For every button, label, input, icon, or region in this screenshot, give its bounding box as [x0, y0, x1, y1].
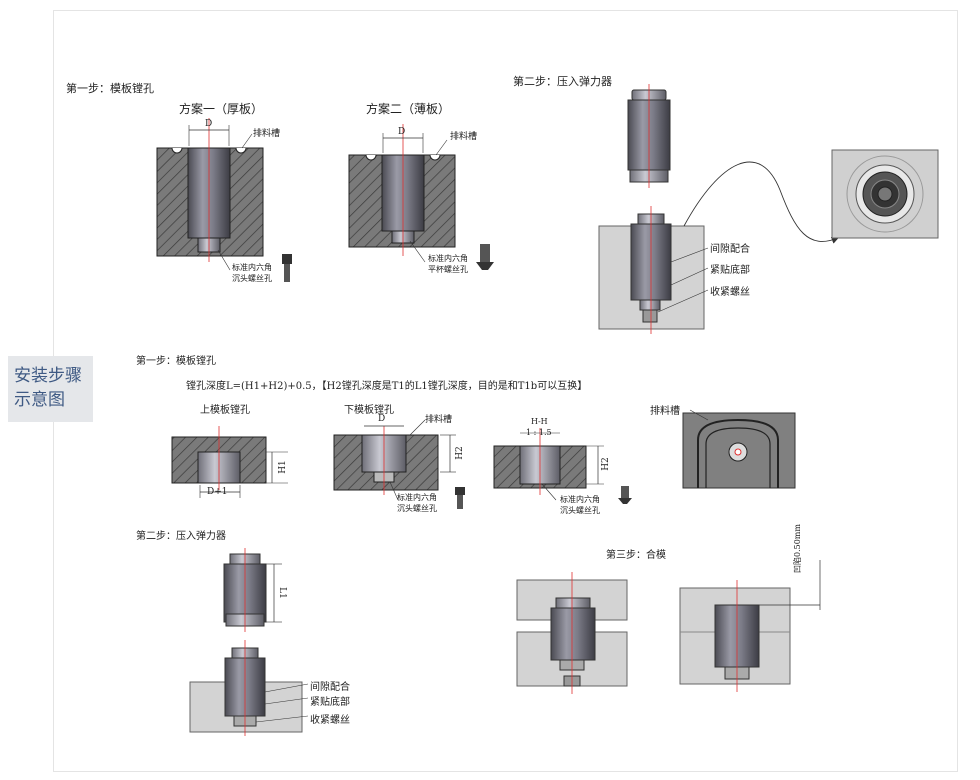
- plan2-dim-d: D: [398, 127, 406, 137]
- plan2-screw-line1: 标准内六角: [428, 254, 468, 263]
- bottom-callout-clearance: 间隙配合: [310, 682, 350, 693]
- dim-l1: L1: [276, 587, 287, 599]
- plan2-screw-line2: 平杯螺丝孔: [428, 265, 468, 274]
- top-assembly: [598, 161, 839, 334]
- plan1-block: [156, 118, 292, 282]
- plan2-slot-label: 排料槽: [450, 132, 478, 142]
- lower-plate-drawing: [333, 419, 465, 509]
- side-label-panel: 安装步骤 示意图: [8, 356, 93, 422]
- section-scale: 1 : 1.5: [526, 428, 552, 437]
- plan1-dim-d: D: [205, 119, 213, 129]
- section-hh-drawing: [493, 428, 632, 504]
- lower-screw-line2: 沉头螺丝孔: [397, 504, 437, 513]
- top-callout-clearance: 间隙配合: [710, 244, 750, 255]
- dim-h1: H1: [277, 460, 288, 474]
- section-dim-h2: H2: [600, 457, 611, 471]
- lower-screw-line1: 标准内六角: [397, 493, 437, 502]
- lower-dim-d: D: [378, 414, 386, 424]
- mold-open-drawing: [516, 572, 628, 694]
- section-title: H-H: [531, 417, 548, 426]
- lower-dim-h2: H2: [454, 446, 465, 460]
- side-label: 安装步骤 示意图: [14, 366, 82, 410]
- dim-d-plus-1: D+1: [207, 487, 228, 497]
- top-step2-title: 第二步：压入弹力器: [513, 75, 612, 88]
- top-step1-title: 第一步：模板镗孔: [66, 82, 154, 95]
- bottom-callout-screw: 收紧螺丝: [310, 715, 350, 726]
- bottom-cylinder: [223, 548, 282, 632]
- gap-label: 凹陷0.50mm: [793, 524, 802, 573]
- plan1-slot-label: 排料槽: [253, 129, 281, 139]
- top-callout-screw: 收紧螺丝: [710, 287, 750, 298]
- upper-plate-title: 上模板镗孔: [200, 405, 250, 416]
- upper-plate-drawing: [171, 426, 288, 498]
- section-screw-line1: 标准内六角: [560, 495, 600, 504]
- bottom-callout-bottom: 紧贴底部: [310, 697, 350, 708]
- bottom-step2-title: 第二步：压入弹力器: [136, 531, 226, 542]
- middle-step1-title: 第一步：模板镗孔: [136, 356, 216, 367]
- lower-plate-title: 下模板镗孔: [344, 405, 394, 416]
- section-screw-line2: 沉头螺丝孔: [560, 506, 600, 515]
- plan2-block: [348, 124, 494, 270]
- slot-view-label: 排料槽: [650, 406, 680, 417]
- mold-closed-drawing: [679, 560, 821, 692]
- step3-title: 第三步：合模: [606, 550, 666, 561]
- plan1-title: 方案一（厚板）: [179, 102, 264, 116]
- top-cylinder: [627, 84, 671, 188]
- bottom-assembly: [189, 640, 309, 736]
- lower-slot-label: 排料槽: [425, 415, 453, 425]
- plan1-screw-line1: 标准内六角: [232, 263, 272, 272]
- top-callout-bottom: 紧贴底部: [710, 265, 750, 276]
- plan2-title: 方案二（薄板）: [366, 102, 451, 116]
- top-view-insert: [831, 149, 939, 239]
- middle-formula: 镗孔深度L=(H1+H2)+0.5，【H2镗孔深度是T1的L1镗孔深度，目的是和…: [186, 381, 588, 392]
- slot-plate-view: [682, 409, 796, 489]
- plan1-screw-line2: 沉头螺丝孔: [232, 274, 272, 283]
